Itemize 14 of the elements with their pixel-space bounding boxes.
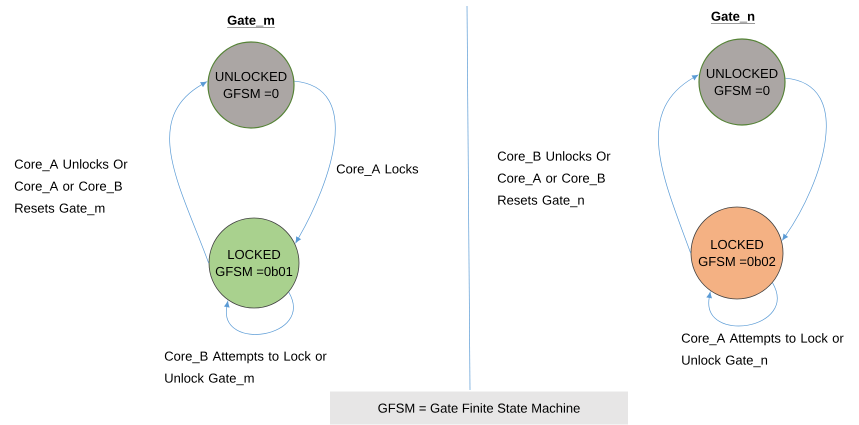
arrow xyxy=(658,74,698,254)
arrow xyxy=(706,282,778,326)
arrow xyxy=(170,81,209,264)
edge-label: Core_A Attempts to Lock or Unlock Gate_n xyxy=(682,333,844,368)
arrow xyxy=(782,78,827,240)
edge-label: Core_A Unlocks Or Core_A or Core_B Resets Gate_m xyxy=(14,159,128,216)
edge-label: Core_B Unlocks Or Core_A or Core_B Resets Gate_n xyxy=(498,151,610,208)
arrow xyxy=(224,292,294,335)
note-box: GFSM = Gate Finite State Machine xyxy=(330,391,628,424)
heading: Gate_n xyxy=(710,12,756,24)
arrow xyxy=(294,80,336,244)
heading: Gate_m xyxy=(226,16,276,28)
edge-label: Core_A Locks xyxy=(336,164,418,176)
edge-label: Core_B Attempts to Lock or Unlock Gate_m xyxy=(164,351,327,386)
